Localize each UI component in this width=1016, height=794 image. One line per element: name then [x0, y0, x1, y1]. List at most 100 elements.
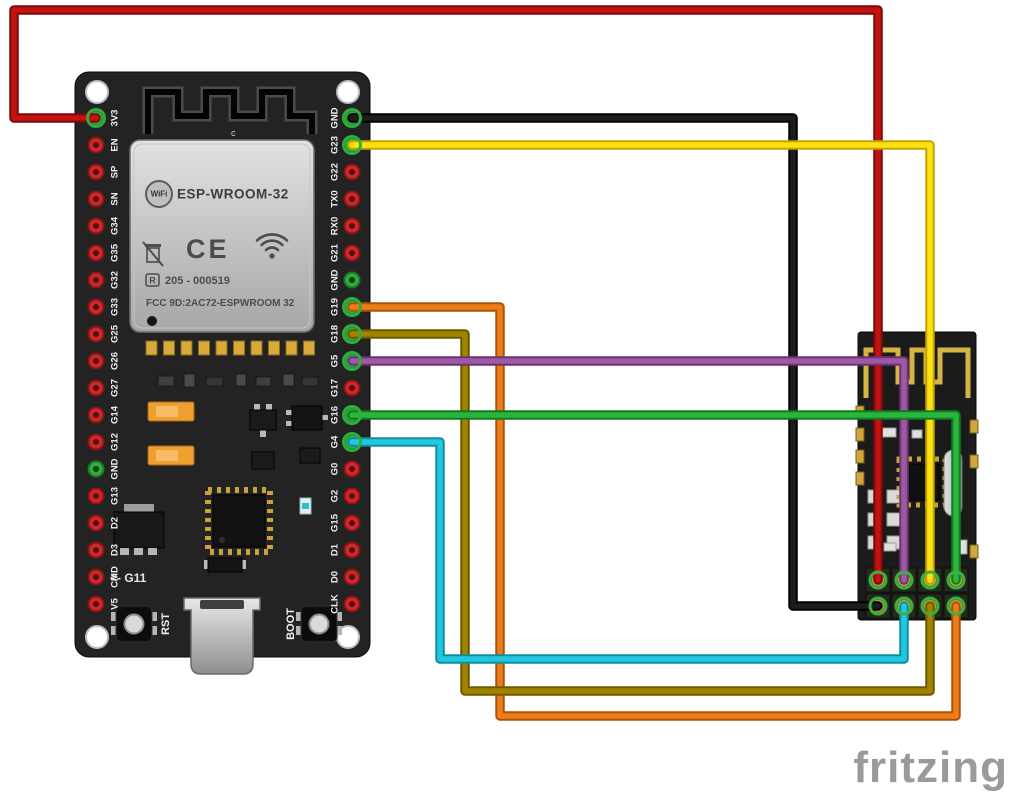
espressif-logo-icon — [145, 180, 173, 208]
silkscreen-c: c — [231, 128, 236, 138]
esp32-pin-D0[interactable]: D0 — [330, 568, 361, 586]
pin-label: CMD — [110, 566, 121, 588]
esp32-pin-D1[interactable]: D1 — [330, 541, 361, 559]
pin-label: RX0 — [330, 217, 341, 235]
pin-label: CLK — [330, 594, 341, 614]
esp32-pin-G17[interactable]: G17 — [330, 379, 361, 397]
wire-yellow[interactable] — [347, 140, 935, 585]
esp32-pin-G21[interactable]: G21 — [330, 243, 361, 262]
mounting-hole — [336, 80, 360, 104]
smd-chip — [207, 557, 243, 573]
wifi-antenna-trace — [142, 86, 318, 134]
reg-mark: R — [149, 276, 156, 286]
mounting-hole — [85, 80, 109, 104]
wire-green[interactable] — [347, 410, 961, 585]
pin-label: G2 — [330, 490, 341, 503]
esp32-pin-CLK[interactable]: CLK — [330, 594, 361, 614]
esp32-pin-SN[interactable]: SN — [87, 190, 121, 208]
esp32-pin-G26[interactable]: G26 — [87, 352, 121, 370]
esp32-pin-RX0[interactable]: RX0 — [330, 217, 361, 235]
esp32-pin-G14[interactable]: G14 — [87, 405, 121, 424]
esp32-pin-G12[interactable]: G12 — [87, 433, 121, 451]
pin-label: G32 — [110, 271, 121, 289]
pin-label: G18 — [330, 325, 341, 343]
qfn-chip-pins — [205, 487, 273, 555]
mounting-hole — [85, 625, 109, 649]
wire-purple[interactable] — [347, 356, 909, 585]
transistor — [249, 409, 277, 431]
esp32-pin-G27[interactable]: G27 — [87, 379, 121, 397]
fritzing-watermark: fritzing — [853, 743, 1008, 792]
pin-label: G27 — [110, 379, 121, 397]
pin-label: D0 — [330, 571, 341, 583]
esp32-components — [113, 373, 328, 573]
esp32-pin-G2[interactable]: G2 — [330, 487, 361, 505]
pin-label: EN — [110, 138, 121, 151]
pin-label: G13 — [110, 487, 121, 505]
pin-label: 3V3 — [110, 110, 121, 127]
nrf-antenna-trace — [863, 347, 971, 398]
esp32-pin-GND[interactable]: GND — [87, 458, 121, 480]
pin-label: G5 — [330, 354, 341, 367]
micro-usb-connector — [183, 597, 261, 675]
esp32-pin-G0[interactable]: G0 — [330, 460, 361, 478]
pin-label: G15 — [330, 513, 341, 532]
esp32-pin-V5[interactable]: V5 — [87, 595, 121, 613]
voltage-regulator — [113, 511, 165, 549]
esp32-pin-G32[interactable]: G32 — [87, 271, 121, 289]
connection-rings — [86, 108, 966, 616]
rst-label: RST — [160, 613, 172, 635]
module-model: ESP-WROOM-32 — [177, 187, 289, 202]
pin-label: GND — [110, 458, 121, 479]
esp32-pin-GND[interactable]: GND — [330, 269, 361, 291]
esp32-pin-CMD[interactable]: CMD — [87, 566, 121, 588]
wifi-waves-icon — [255, 233, 289, 259]
wire-orange[interactable] — [347, 302, 961, 721]
pin-label: SN — [110, 192, 121, 205]
esp32-pin-G25[interactable]: G25 — [87, 324, 121, 343]
esp32-pin-D2[interactable]: D2 — [87, 514, 121, 532]
pin-label: G25 — [110, 324, 121, 343]
boot-label: BOOT — [285, 608, 297, 640]
esp32-pin-TX0[interactable]: TX0 — [330, 190, 361, 208]
pin-label: G12 — [110, 433, 121, 451]
esp32-pin-G35[interactable]: G35 — [87, 243, 121, 262]
pin-label: G0 — [330, 463, 341, 476]
esp32-pin-G33[interactable]: G33 — [87, 298, 121, 316]
rst-button[interactable] — [111, 605, 157, 643]
wire-olive[interactable] — [347, 329, 935, 696]
wire-cyan[interactable] — [347, 437, 909, 664]
esp32-pin-G22[interactable]: G22 — [330, 163, 361, 181]
pin-label: D1 — [330, 543, 341, 556]
pin-label: SP — [110, 165, 121, 178]
pin-label: G17 — [330, 379, 341, 397]
shield-dot — [147, 316, 157, 326]
pin-label: TX0 — [330, 190, 341, 207]
esp32-pin-G15[interactable]: G15 — [330, 513, 361, 532]
esp32-pin-G13[interactable]: G13 — [87, 487, 121, 505]
boot-button[interactable] — [296, 605, 342, 643]
esp32-pin-G34[interactable]: G34 — [87, 216, 121, 235]
pin-label: G33 — [110, 298, 121, 316]
pin-label: G22 — [330, 163, 341, 181]
weee-bin-icon — [142, 241, 164, 267]
pin-label: G21 — [330, 243, 341, 262]
esp32-board[interactable]: c WiFi ESP-WROOM-32 CE R — [74, 71, 371, 675]
wires — [9, 5, 961, 721]
esp-wroom-32-shield: WiFi ESP-WROOM-32 CE R 205 - 000519 FCC … — [129, 139, 315, 333]
ic-small — [291, 405, 323, 431]
pin-label: V5 — [110, 597, 121, 609]
shield-castellations — [145, 340, 315, 356]
wire-red-3v3[interactable] — [9, 5, 883, 585]
pin-label: G16 — [330, 406, 341, 424]
esp32-pin-SP[interactable]: SP — [87, 163, 121, 181]
esp32-pin-EN[interactable]: EN — [87, 136, 121, 154]
pin-label: G34 — [110, 216, 121, 235]
pin-label: G23 — [330, 136, 341, 154]
reg-mark-box — [145, 273, 160, 287]
pin-label: D3 — [110, 544, 121, 556]
pin-label: D2 — [110, 517, 121, 529]
pin-label: G4 — [330, 435, 341, 448]
esp32-pin-D3[interactable]: D3 — [87, 541, 121, 559]
